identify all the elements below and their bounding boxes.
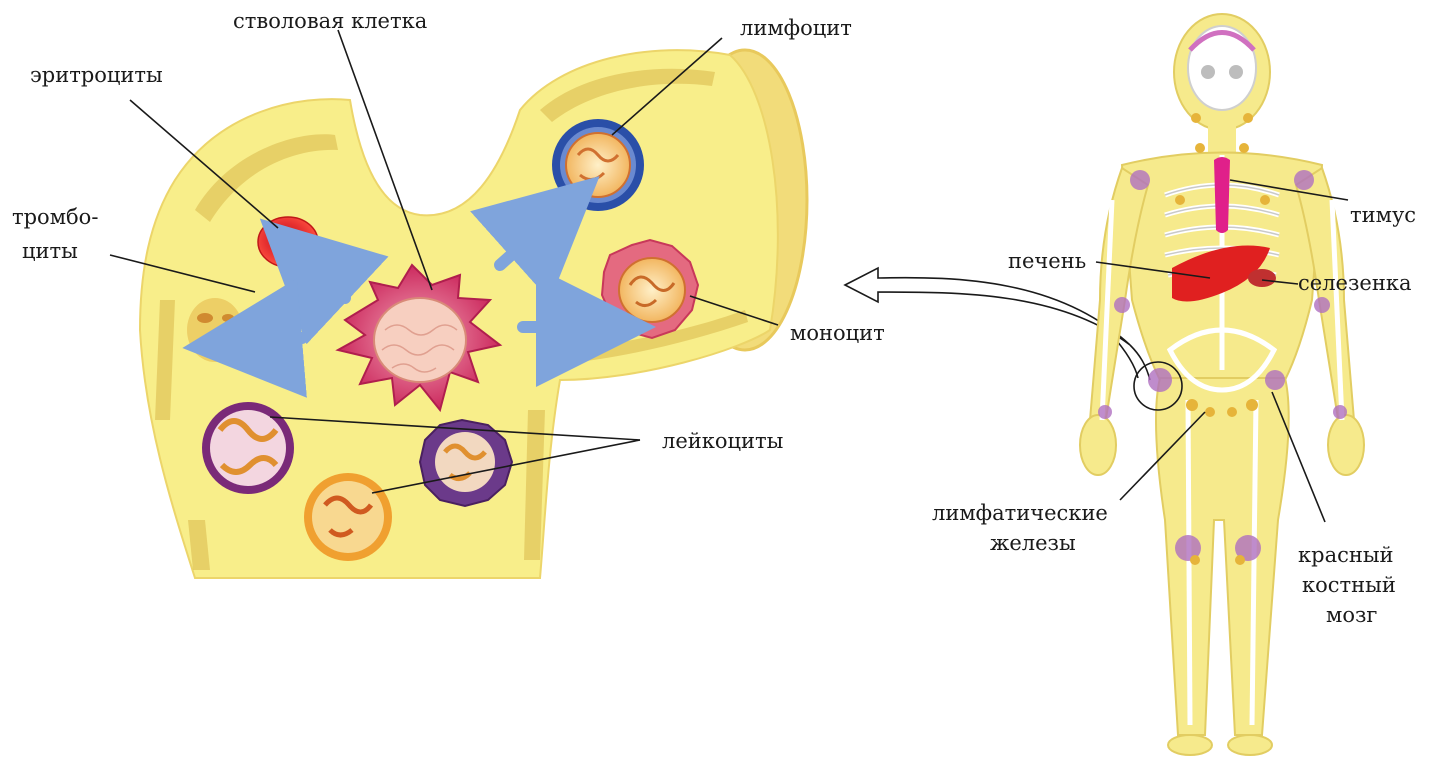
lymphocyte-cell <box>552 119 644 211</box>
label-lymphocyte: лимфоцит <box>740 16 852 40</box>
leukocyte-cell-1 <box>202 402 294 494</box>
label-erythrocytes: эритроциты <box>30 63 163 87</box>
label-spleen: селезенка <box>1298 271 1411 295</box>
label-stem-cell: стволовая клетка <box>233 9 427 33</box>
platelets-cluster <box>187 298 243 362</box>
label-red-marrow-line2: костный <box>1302 573 1396 597</box>
arrow-to-platelets <box>278 338 302 340</box>
label-leukocytes: лейкоциты <box>662 429 783 453</box>
label-red-marrow-line1: красный <box>1298 543 1394 567</box>
label-platelets-line2: циты <box>22 239 78 263</box>
label-lymph-nodes-line2: железы <box>990 531 1076 555</box>
label-liver: печень <box>1008 249 1086 273</box>
erythrocyte <box>258 217 318 267</box>
leukocyte-cell-2 <box>304 473 392 561</box>
thymus-organ <box>1214 157 1230 233</box>
label-monocyte: моноцит <box>790 321 885 345</box>
spleen-organ <box>1248 269 1276 287</box>
label-thymus: тимус <box>1350 203 1416 227</box>
label-lymph-nodes-line1: лимфатические <box>932 501 1108 525</box>
label-red-marrow-line3: мозг <box>1326 603 1377 627</box>
label-platelets-line1: тромбо- <box>12 205 98 229</box>
human-body-figure <box>1080 14 1364 755</box>
